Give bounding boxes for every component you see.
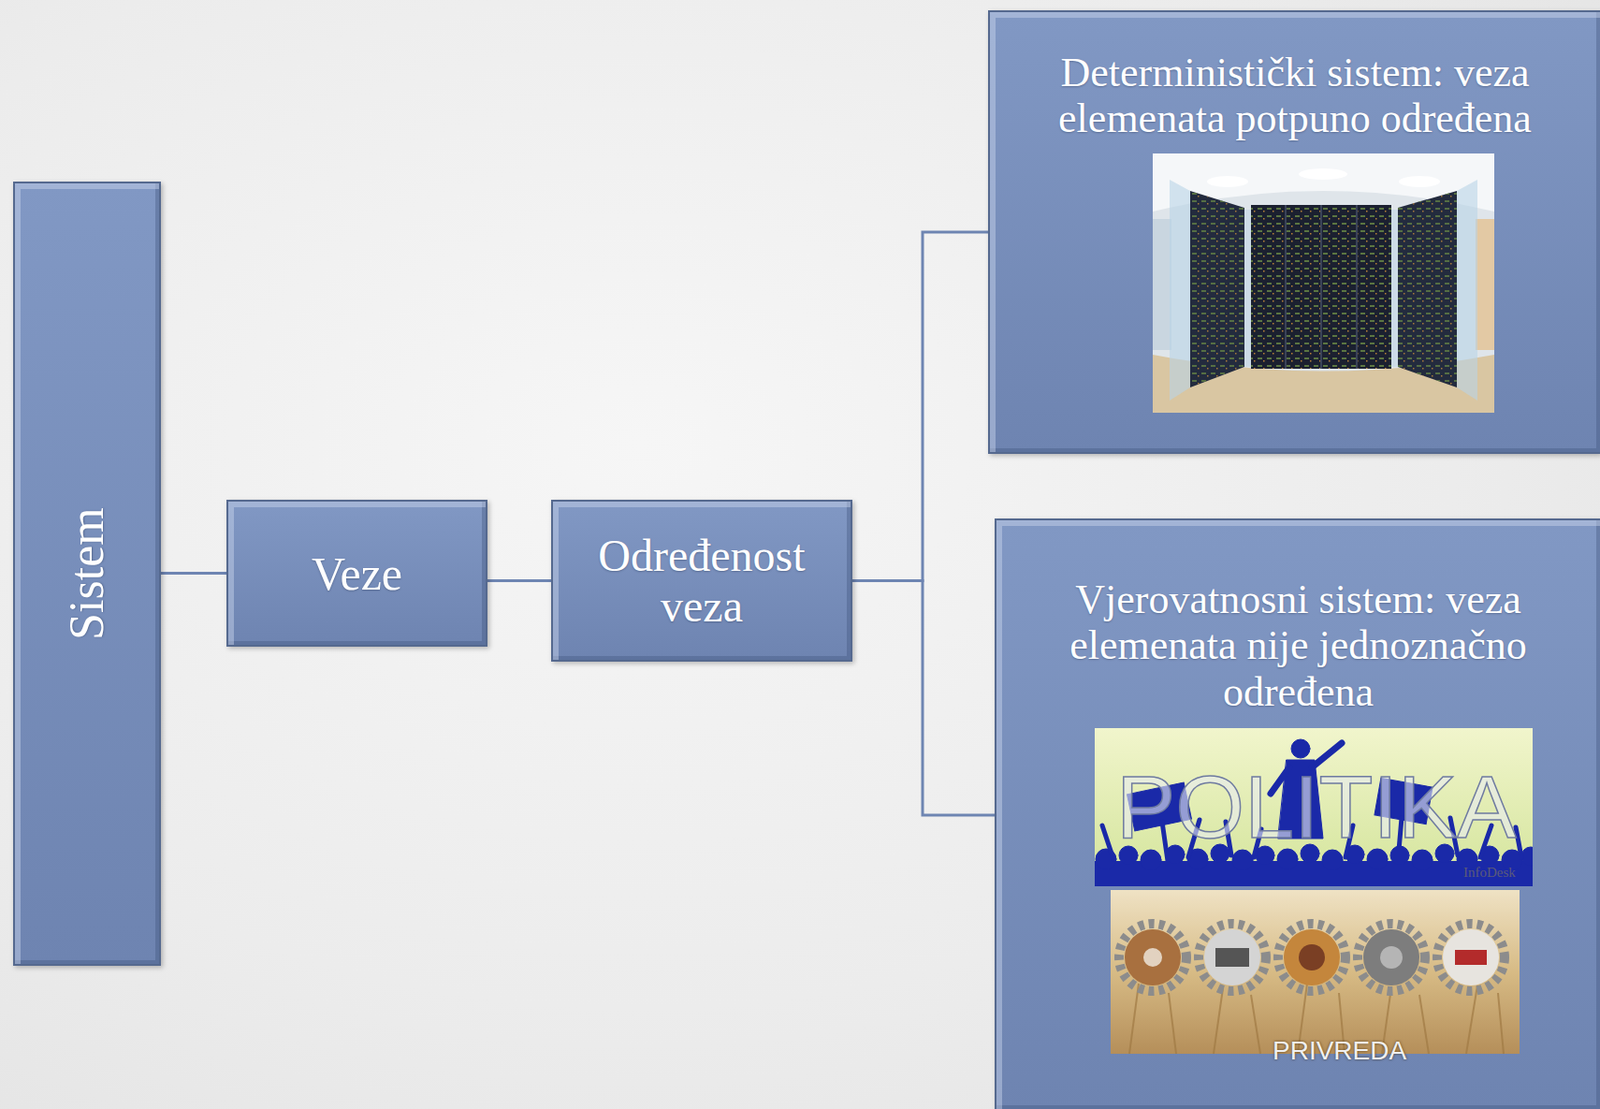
connector-line — [852, 581, 995, 816]
credit-text: InfoDesk — [1463, 864, 1516, 881]
node-text: Sistem — [59, 507, 115, 640]
node-text: Vjerovatnosni sistem: veza elemenata nij… — [1018, 576, 1578, 715]
process-box: Deterministički sistem: veza elemenata p… — [988, 10, 1600, 454]
process-box: Određenost veza — [551, 499, 853, 662]
node-text: Deterministički sistem: veza elemenata p… — [1012, 49, 1578, 143]
vertical-box: Sistem — [13, 181, 161, 966]
watermark-text: POLITIKA — [1116, 757, 1517, 857]
connector-line — [160, 571, 227, 575]
picture-caption: PRIVREDA — [1272, 1036, 1407, 1066]
server-room-photo — [1152, 153, 1495, 413]
connector-line — [487, 579, 552, 582]
node-text: Veze — [311, 547, 403, 600]
process-box: Veze — [226, 499, 488, 647]
node-text: Određenost veza — [571, 530, 832, 632]
economy-picture — [1110, 889, 1520, 1054]
connector-line — [852, 232, 989, 582]
